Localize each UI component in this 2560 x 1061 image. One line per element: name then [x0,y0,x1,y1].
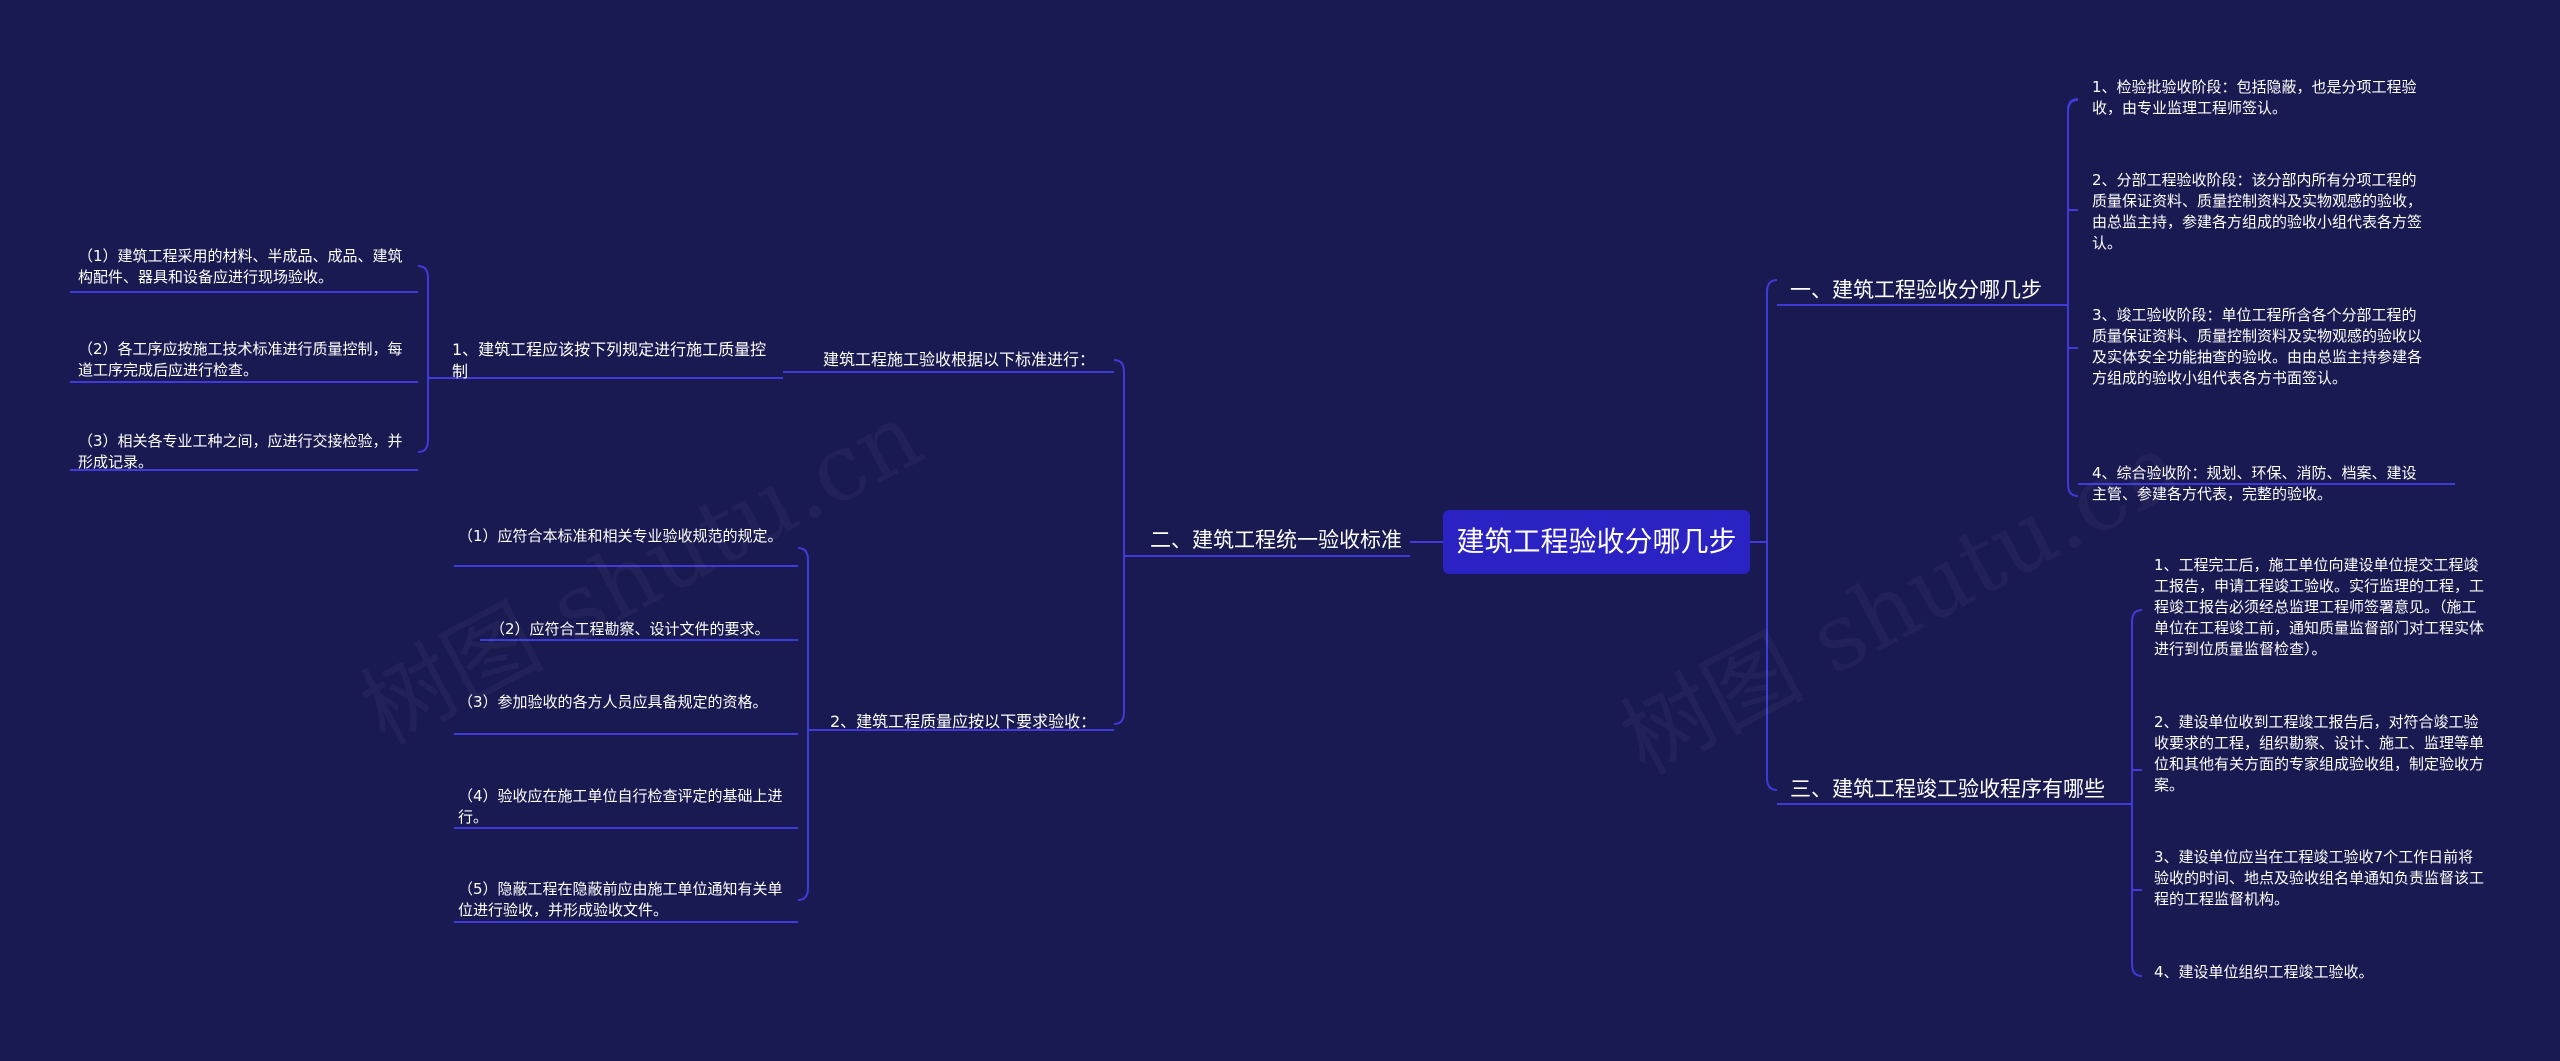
connector-right-trunk [1766,279,1778,791]
branch-3-item-2[interactable]: 2、建设单位收到工程竣工报告后，对符合竣工验收要求的工程，组织勘察、设计、施工、… [2154,713,2485,794]
branch-3-topic[interactable]: 三、建筑工程竣工验收程序有哪些 [1790,777,2105,801]
branch-1-item-3[interactable]: 3、竣工验收阶段：单位工程所含各个分部工程的质量保证资料、质量控制资料及实物观感… [2092,306,2423,387]
branch-2-sub-2-item-1[interactable]: （1）应符合本标准和相关专业验收规范的规定。 [458,527,783,545]
branch-2-sub-2-item-3[interactable]: （3）参加验收的各方人员应具备规定的资格。 [458,693,768,711]
branch-1-topic[interactable]: 一、建筑工程验收分哪几步 [1790,278,2042,302]
branch-2-sub-1-item-3[interactable]: （3）相关各专业工种之间，应进行交接检验，并形成记录。 [78,432,403,471]
branch-3-item-3[interactable]: 3、建设单位应当在工程竣工验收7个工作日前将验收的时间、地点及验收组名单通知负责… [2154,848,2485,908]
branch-2-topic[interactable]: 二、建筑工程统一验收标准 [1150,528,1402,552]
branch-2-sub-1-child[interactable]: 1、建筑工程应该按下列规定进行施工质量控制 [452,340,767,381]
branch-2-sub-2-item-2[interactable]: （2）应符合工程勘察、设计文件的要求。 [490,620,770,638]
branch-2-sub-1-item-2[interactable]: （2）各工序应按施工技术标准进行质量控制，每道工序完成后应进行检查。 [78,340,403,379]
branch-2-sub-1-item-1[interactable]: （1）建筑工程采用的材料、半成品、成品、建筑构配件、器具和设备应进行现场验收。 [78,247,403,286]
root-topic[interactable]: 建筑工程验收分哪几步 [1443,510,1750,574]
branch-3-item-4[interactable]: 4、建设单位组织工程竣工验收。 [2154,963,2374,981]
connector-b3-bracket [2117,609,2143,977]
branch-2-sub-1[interactable]: 建筑工程施工验收根据以下标准进行： [823,350,1096,369]
connector-b2-bracket [1113,359,1150,725]
branch-2-sub-2-item-4[interactable]: （4）验收应在施工单位自行检查评定的基础上进行。 [458,787,783,826]
branch-2-sub-2-item-5[interactable]: （5）隐蔽工程在隐蔽前应由施工单位通知有关单位进行验收，并形成验收文件。 [458,880,783,919]
branch-1-item-2[interactable]: 2、分部工程验收阶段：该分部内所有分项工程的质量保证资料、质量控制资料及实物观感… [2092,171,2423,252]
connector-child-bracket [417,265,440,453]
branch-1-item-4[interactable]: 4、综合验收阶：规划、环保、消防、档案、建设主管、参建各方代表，完整的验收。 [2092,464,2417,503]
connector-b1-item1 [2067,98,2079,111]
branch-1-item-1[interactable]: 1、检验批验收阶段：包括隐蔽，也是分项工程验收，由专业监理工程师签认。 [2092,78,2417,117]
branch-3-item-1[interactable]: 1、工程完工后，施工单位向建设单位提交工程竣工报告，申请工程竣工验收。实行监理的… [2154,556,2485,658]
connector-sub2-bracket [797,547,820,901]
branch-2-sub-2[interactable]: 2、建筑工程质量应按以下要求验收： [830,712,1097,731]
